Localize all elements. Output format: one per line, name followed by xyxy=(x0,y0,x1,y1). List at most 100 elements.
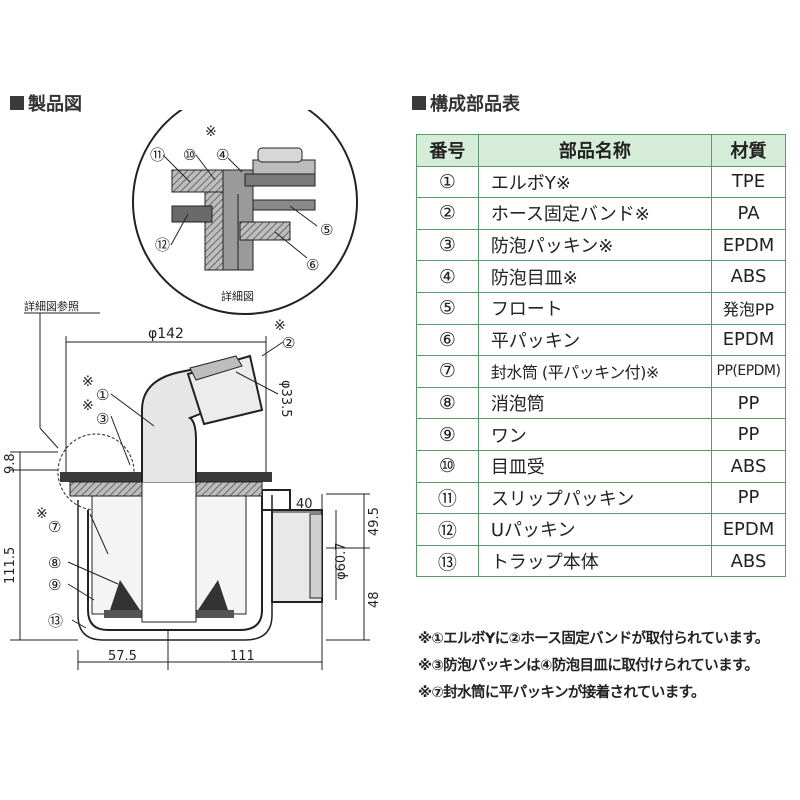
dim-left-top: 9.8 xyxy=(3,453,18,474)
detail-title: 詳細図 xyxy=(221,289,254,303)
asterisk-3: ※ xyxy=(82,398,94,414)
table-row: ⑪ スリップパッキン PP xyxy=(416,481,786,515)
asterisk-7: ※ xyxy=(36,506,48,522)
part-name: スリップパッキン xyxy=(477,481,713,515)
dim-right-lower: 48 xyxy=(367,591,382,608)
part-name: フロート xyxy=(477,291,713,325)
part-material: PP xyxy=(711,386,786,420)
table-row: ⑧ 消泡筒 PP xyxy=(416,386,786,420)
part-name: ホース固定バンド※ xyxy=(477,197,713,230)
dim-outlet-dia: φ60.7 xyxy=(334,542,349,580)
detail-view: ※ ⑪ ⑩ ④ ⑤ ⑥ ⑫ 詳細図 xyxy=(132,110,358,315)
part-no: ⑬ xyxy=(416,544,479,578)
footnote: ※③防泡パッキンは④防泡目皿に取付けられています。 xyxy=(418,658,759,674)
drawing-heading: 製品図 xyxy=(10,90,82,116)
part-no: ⑫ xyxy=(416,513,479,546)
part-no: ⑪ xyxy=(416,481,479,515)
part-name: 平パッキン xyxy=(477,323,713,357)
part-material: ABS xyxy=(711,544,786,578)
callout-3: ③ xyxy=(96,410,109,428)
callout-6: ⑥ xyxy=(306,256,319,274)
detail-asterisk: ※ xyxy=(205,124,217,140)
part-name: ワン xyxy=(477,418,713,451)
parts-heading: 構成部品表 xyxy=(412,90,520,116)
part-name: 封水筒 (平パッキン付)※ xyxy=(477,355,713,388)
callout-10: ⑩ xyxy=(183,146,196,164)
part-no: ② xyxy=(416,197,479,230)
part-material: EPDM xyxy=(711,513,786,546)
part-material: 発泡PP xyxy=(711,291,786,325)
detail-cross-section xyxy=(171,147,316,271)
part-material: EPDM xyxy=(711,228,786,262)
part-material: PP xyxy=(711,481,786,515)
part-no: ⑤ xyxy=(416,291,479,325)
heading-square-icon xyxy=(10,96,24,110)
dim-bottom-right: 111 xyxy=(230,649,255,664)
callout-5: ⑤ xyxy=(320,221,333,239)
product-drawing: ※ ⑪ ⑩ ④ ⑤ ⑥ ⑫ 詳細図 詳細図参照 xyxy=(3,110,382,670)
table-row: ⑬ トラップ本体 ABS xyxy=(416,544,786,578)
part-material: ABS xyxy=(711,449,786,483)
callout-9: ⑨ xyxy=(48,576,61,594)
parts-table-header-row: 番号 部品名称 材質 xyxy=(416,134,786,167)
callout-8: ⑧ xyxy=(48,554,61,572)
part-no: ③ xyxy=(416,228,479,262)
trap-body xyxy=(60,354,323,641)
parts-heading-text: 構成部品表 xyxy=(430,94,520,115)
part-name: Uパッキン xyxy=(477,513,713,546)
table-row: ⑦ 封水筒 (平パッキン付)※ PP(EPDM) xyxy=(416,355,786,388)
part-name: 目皿受 xyxy=(477,449,713,483)
callout-13: ⑬ xyxy=(48,612,63,630)
callout-1: ① xyxy=(96,386,109,404)
callout-11: ⑪ xyxy=(150,146,165,164)
detail-leaders xyxy=(162,154,318,259)
table-row: ⑫ Uパッキン EPDM xyxy=(416,513,786,546)
part-material: PP xyxy=(711,418,786,451)
callout-12: ⑫ xyxy=(155,236,170,254)
part-material: PP(EPDM) xyxy=(711,355,786,388)
dim-right-upper: 49.5 xyxy=(367,507,382,536)
main-leaders xyxy=(67,341,284,629)
part-no: ⑧ xyxy=(416,386,479,420)
part-no: ⑦ xyxy=(416,355,479,388)
table-row: ⑨ ワン PP xyxy=(416,418,786,451)
part-material: EPDM xyxy=(711,323,786,357)
table-row: ⑥ 平パッキン EPDM xyxy=(416,323,786,357)
detail-ref-label: 詳細図参照 xyxy=(24,299,79,313)
part-name: 防泡目皿※ xyxy=(477,260,713,293)
part-name: 消泡筒 xyxy=(477,386,713,420)
parts-table: 番号 部品名称 材質 ① エルボY※ TPE ② ホース固定バンド※ PA ③ … xyxy=(416,134,786,578)
part-no: ⑩ xyxy=(416,449,479,483)
dim-outlet-len: 40 xyxy=(296,497,313,512)
part-no: ⑨ xyxy=(416,418,479,451)
dim-left-height: 111.5 xyxy=(3,547,18,584)
header-name: 部品名称 xyxy=(477,134,713,167)
callout-7: ⑦ xyxy=(48,518,61,536)
asterisk-1: ※ xyxy=(82,374,94,390)
footnote: ※⑦封水筒に平パッキンが接着されています。 xyxy=(418,685,706,701)
drawing-heading-text: 製品図 xyxy=(28,94,82,115)
asterisk-2: ※ xyxy=(274,318,286,334)
part-name: エルボY※ xyxy=(477,165,713,199)
footnote: ※①エルボYに②ホース固定バンドが取付られています。 xyxy=(418,631,769,647)
part-name: トラップ本体 xyxy=(477,544,713,578)
heading-square-icon xyxy=(412,96,426,110)
header-material: 材質 xyxy=(711,134,786,167)
table-row: ⑩ 目皿受 ABS xyxy=(416,449,786,483)
dim-hose-dia: φ33.5 xyxy=(278,380,293,418)
dimension-lines xyxy=(10,336,370,670)
callout-2: ② xyxy=(282,334,295,352)
part-material: ABS xyxy=(711,260,786,293)
table-row: ② ホース固定バンド※ PA xyxy=(416,197,786,230)
dim-width-top: φ142 xyxy=(148,326,184,342)
header-no: 番号 xyxy=(416,134,479,167)
table-row: ⑤ フロート 発泡PP xyxy=(416,291,786,325)
table-row: ③ 防泡パッキン※ EPDM xyxy=(416,228,786,262)
table-row: ④ 防泡目皿※ ABS xyxy=(416,260,786,293)
callout-4: ④ xyxy=(216,146,229,164)
part-material: TPE xyxy=(711,165,786,199)
part-name: 防泡パッキン※ xyxy=(477,228,713,262)
part-no: ① xyxy=(416,165,479,199)
footnotes: ※①エルボYに②ホース固定バンドが取付られています。 ※③防泡パッキンは④防泡目… xyxy=(418,626,769,707)
dim-bottom-left: 57.5 xyxy=(108,649,137,664)
